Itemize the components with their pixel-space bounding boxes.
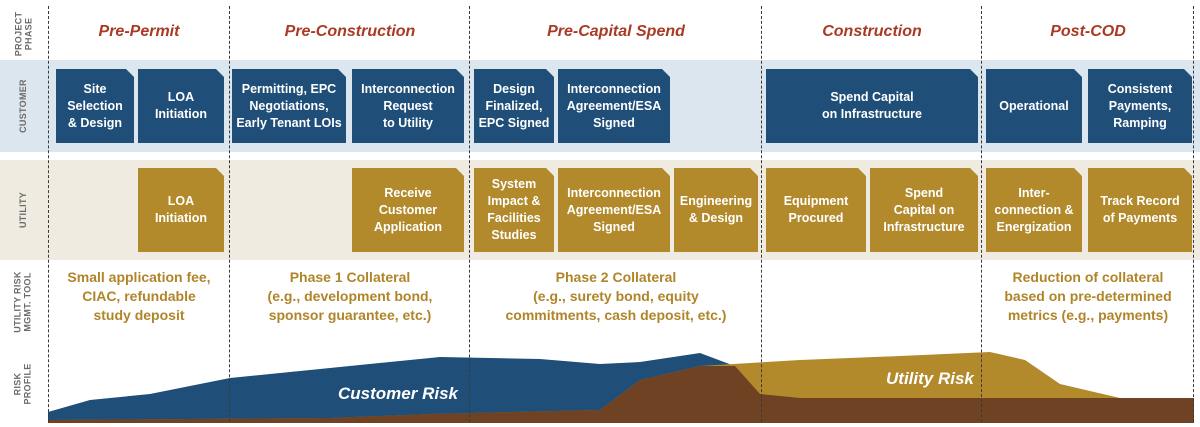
customer-box-loa-initiation: LOA Initiation: [138, 69, 224, 143]
customer-box-operational: Operational: [986, 69, 1082, 143]
utility-box-system-impact: System Impact & Facilities Studies: [474, 168, 554, 252]
customer-box-interconnection-request: Interconnection Request to Utility: [352, 69, 464, 143]
utility-box-loa-initiation: LOA Initiation: [138, 168, 224, 252]
risk-tool-reduction-of-collateral: Reduction of collateral based on pre-det…: [1004, 269, 1172, 323]
utility-box-receive-application: Receive Customer Application: [352, 168, 464, 252]
risk-tool-pre-permit: Small application fee, CIAC, refundable …: [67, 269, 211, 323]
utility-box-spend-capital: Spend Capital on Infrastructure: [870, 168, 978, 252]
customer-box-permitting: Permitting, EPC Negotiations, Early Tena…: [232, 69, 346, 143]
risk-tool-phase-1-collateral: Phase 1 Collateral (e.g., development bo…: [267, 269, 433, 323]
utility-box-interconnection-agreement: Interconnection Agreement/ESA Signed: [558, 168, 670, 252]
utility-box-engineering-design: Engineering & Design: [674, 168, 758, 252]
phase-pre-permit: Pre-Permit: [98, 23, 180, 40]
customer-box-consistent-payments: Consistent Payments, Ramping: [1088, 69, 1192, 143]
customer-risk-label: Customer Risk: [338, 384, 458, 403]
phase-divider: [761, 6, 762, 422]
phase-divider: [469, 6, 470, 422]
phase-pre-capital-spend: Pre-Capital Spend: [547, 23, 685, 40]
phase-pre-construction: Pre-Construction: [284, 23, 416, 40]
utility-box-equipment-procured: Equipment Procured: [766, 168, 866, 252]
phase-construction: Construction: [822, 23, 922, 40]
utility-risk-label: Utility Risk: [886, 369, 974, 388]
customer-box-design-finalized: Design Finalized, EPC Signed: [474, 69, 554, 143]
overlap-risk-area: [48, 366, 1194, 423]
phase-divider: [1193, 6, 1194, 422]
phase-divider: [229, 6, 230, 422]
phase-divider: [981, 6, 982, 422]
customer-box-interconnection-agreement: Interconnection Agreement/ESA Signed: [558, 69, 670, 143]
utility-box-interconnection-energization: Inter- connection & Energization: [986, 168, 1082, 252]
utility-box-track-record: Track Record of Payments: [1088, 168, 1192, 252]
risk-tool-phase-2-collateral: Phase 2 Collateral (e.g., surety bond, e…: [505, 269, 727, 323]
customer-box-spend-capital: Spend Capital on Infrastructure: [766, 69, 978, 143]
phase-divider: [48, 6, 49, 422]
phase-post-cod: Post-COD: [1050, 23, 1126, 40]
customer-box-site-selection: Site Selection & Design: [56, 69, 134, 143]
